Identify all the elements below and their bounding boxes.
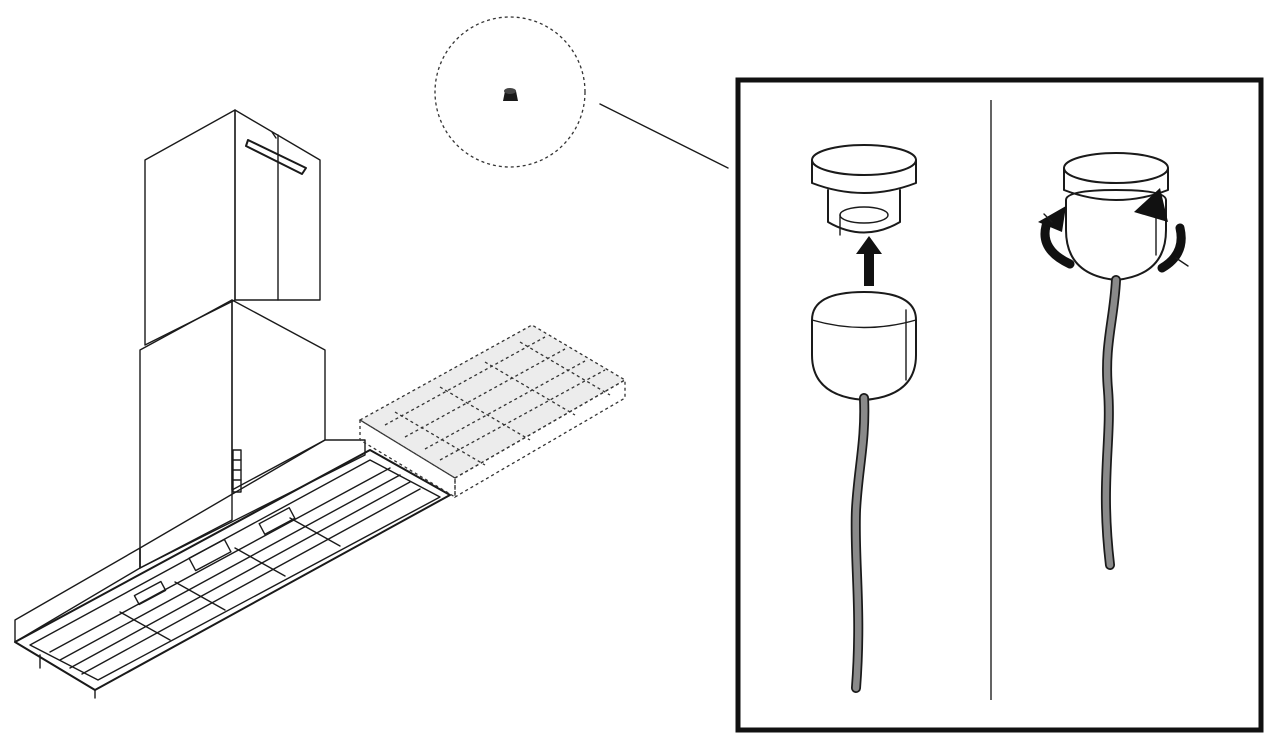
detail-callout-icon [434,16,729,169]
detail-frame [735,77,1264,733]
rotate-arrows-icon [1038,188,1189,273]
ceiling-socket-icon [811,144,917,236]
hood-chimney-icon [14,109,627,699]
arrow-up-icon [856,236,882,286]
cable-cap-left [811,291,917,401]
